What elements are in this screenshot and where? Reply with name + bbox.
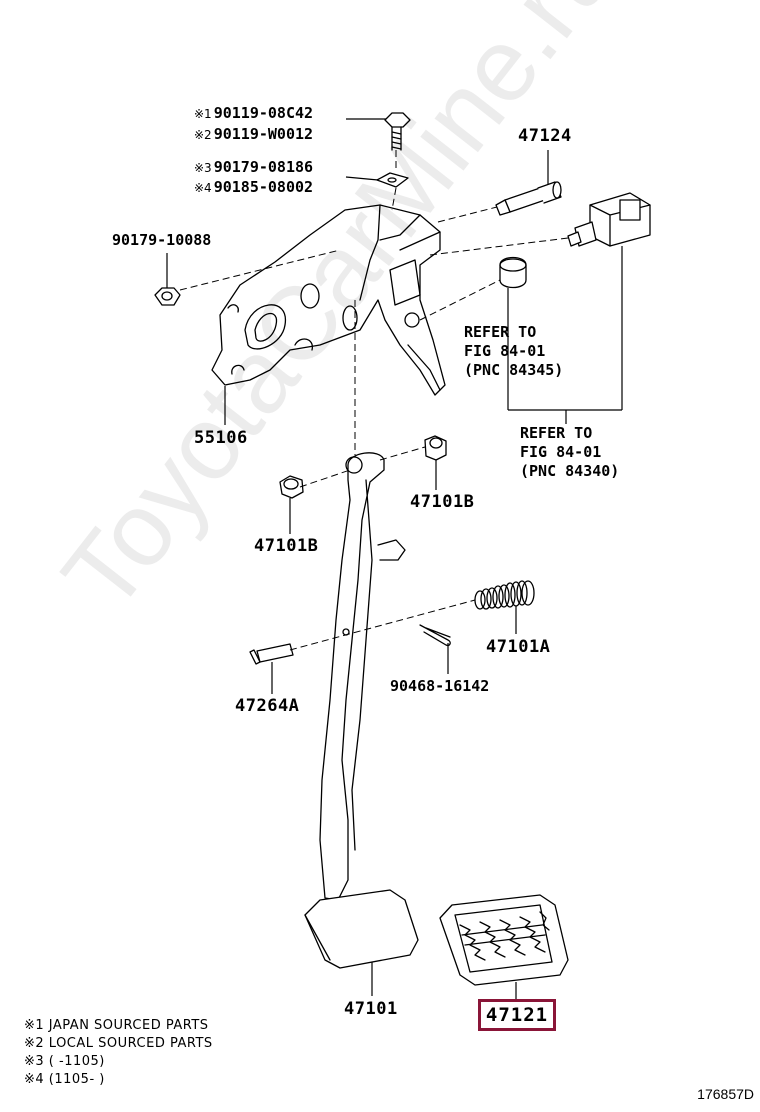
clip-icon (419, 624, 451, 647)
reference-line: (PNC 84340) (520, 462, 620, 480)
reference-line: FIG 84-01 (464, 342, 546, 360)
part-label-bracket[interactable]: 55106 (194, 428, 248, 448)
figure-number: 176857D (697, 1086, 754, 1102)
footnote-mark: ※4 (194, 181, 212, 195)
footnote-mark: ※2 (194, 128, 212, 142)
stop-bolt-icon (495, 181, 562, 216)
pedal-pad-plain-icon (304, 889, 419, 969)
washer-icon (376, 172, 409, 188)
bushing-right-icon (424, 435, 447, 461)
legend-note: ※1 JAPAN SOURCED PARTS (24, 1018, 209, 1033)
reference-stop-light-switch[interactable]: REFER TO FIG 84-01 (PNC 84345) (464, 323, 563, 380)
legend-notes: ※1 JAPAN SOURCED PARTS ※2 LOCAL SOURCED … (24, 1017, 213, 1089)
reference-switch-assembly[interactable]: REFER TO FIG 84-01 (PNC 84340) (520, 424, 619, 481)
part-label-stop-bolt[interactable]: 47124 (518, 126, 572, 146)
bushing-left-icon (279, 475, 304, 499)
footnote-mark: ※3 (194, 161, 212, 175)
part-number: 47121 (485, 1004, 549, 1026)
return-spring-icon (474, 580, 535, 610)
part-number: 90119-W0012 (213, 125, 314, 143)
part-label-bushing-right[interactable]: 47101B (410, 492, 475, 512)
part-label-spring[interactable]: 47101A (486, 637, 551, 657)
part-label-pedal-pad-highlighted[interactable]: 47121 (478, 999, 556, 1031)
legend-note: ※2 LOCAL SOURCED PARTS (24, 1036, 213, 1051)
bolt-icon (384, 112, 411, 151)
part-label-bushing-left[interactable]: 47101B (254, 536, 319, 556)
part-label-nut[interactable]: 90179-10088 (112, 231, 212, 249)
pedal-arm-icon (319, 452, 406, 901)
pedal-bracket-icon (211, 204, 446, 396)
part-number: 90185-08002 (213, 178, 314, 196)
part-label-clip[interactable]: 90468-16142 (390, 677, 490, 695)
part-number: 90179-08186 (213, 158, 314, 176)
legend-note: ※3 ( -1105) (24, 1054, 105, 1069)
part-label-pin[interactable]: 47264A (235, 696, 300, 716)
footnote-mark: ※1 (194, 107, 212, 121)
legend-note: ※4 (1105- ) (24, 1072, 105, 1087)
pin-icon (249, 643, 294, 665)
part-number: 90119-08C42 (213, 104, 314, 122)
reference-line: FIG 84-01 (520, 443, 602, 461)
part-label-pedal[interactable]: 47101 (344, 999, 398, 1019)
pedal-pad-textured-icon (439, 894, 569, 986)
cushion-icon (499, 256, 527, 289)
reference-line: (PNC 84345) (464, 361, 564, 379)
nut-icon (154, 287, 181, 306)
stop-light-switch-icon (567, 192, 651, 247)
reference-line: REFER TO (464, 323, 537, 341)
reference-line: REFER TO (520, 424, 593, 442)
